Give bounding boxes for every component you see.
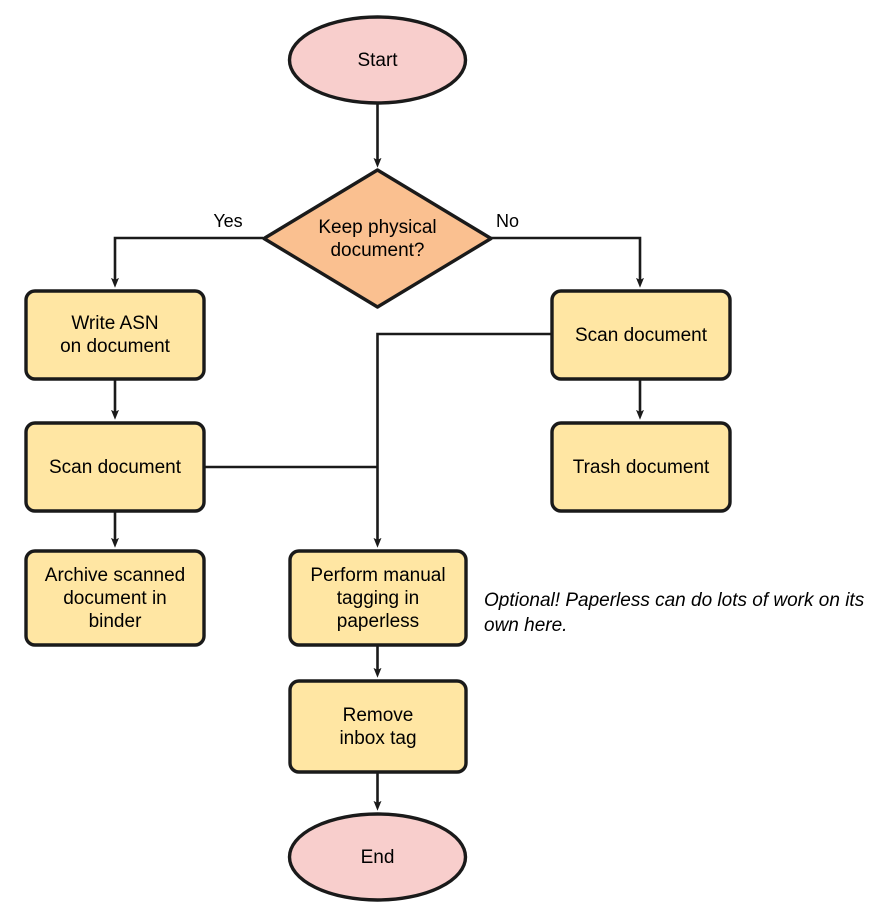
- node-decision[interactable]: [262, 168, 493, 309]
- node-scan-document-left[interactable]: [24, 421, 206, 513]
- node-scan-document-right[interactable]: [550, 289, 732, 381]
- node-end[interactable]: [287, 812, 468, 902]
- edge-label-yes: Yes: [213, 211, 243, 231]
- node-archive-scanned-document[interactable]: [24, 549, 206, 647]
- optional-note: Optional! Paperless can do lots of work …: [484, 590, 865, 636]
- node-write-asn[interactable]: [24, 289, 206, 381]
- edge-scan-right-tagging: [373, 332, 552, 548]
- node-start[interactable]: [287, 15, 468, 105]
- node-trash-document[interactable]: [550, 421, 732, 513]
- edge-label-no: No: [496, 211, 520, 231]
- edge-decision-write-asn: [111, 236, 263, 288]
- node-perform-manual-tagging[interactable]: [288, 549, 468, 647]
- edge-decision-scan-right: [491, 236, 644, 288]
- node-remove-inbox-tag[interactable]: [288, 679, 468, 774]
